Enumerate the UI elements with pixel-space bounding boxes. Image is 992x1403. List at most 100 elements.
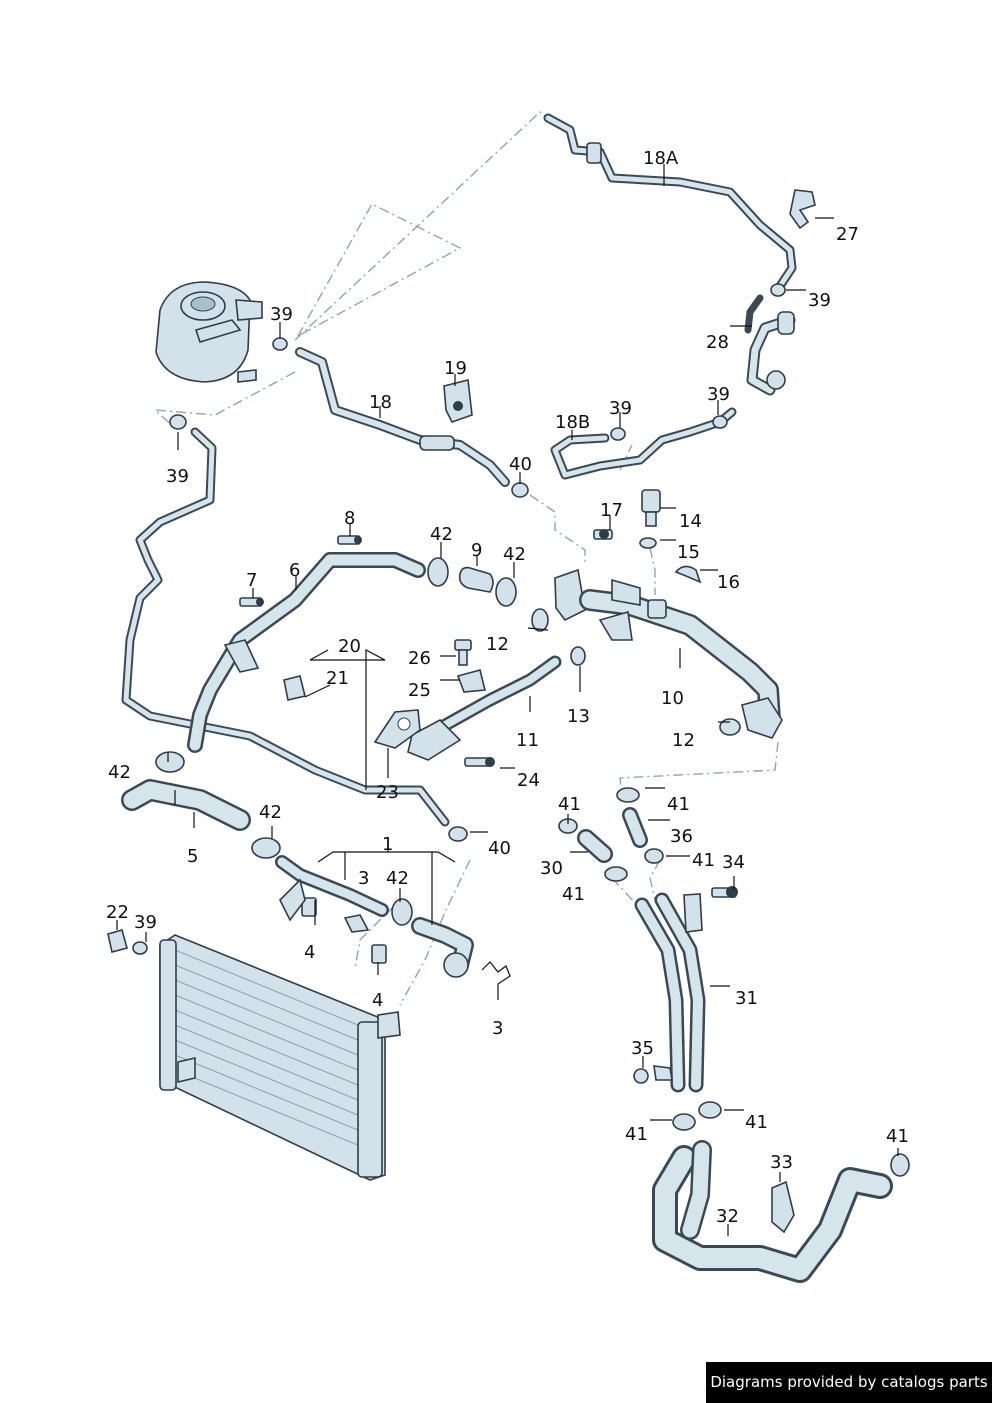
bolt-4b — [371, 944, 387, 964]
callout-41: 41 — [558, 794, 581, 815]
bolt-8 — [337, 535, 362, 545]
callout-18a: 18A — [643, 148, 679, 169]
callout-18b: 18B — [555, 412, 590, 433]
clamp-42b — [495, 577, 517, 607]
callout-41: 41 — [692, 850, 715, 871]
cap-22 — [107, 929, 128, 953]
hose-18b — [550, 294, 764, 480]
clamp-41b — [616, 787, 640, 803]
callout-12: 12 — [672, 730, 695, 751]
callout-3: 3 — [492, 1018, 503, 1039]
clamp-42a — [427, 557, 449, 587]
callout-6: 6 — [289, 560, 300, 581]
bleed-hose-23 — [121, 427, 450, 827]
callout-39: 39 — [707, 384, 730, 405]
credit-banner: Diagrams provided by catalogs parts — [706, 1362, 992, 1403]
sleeve-9 — [458, 566, 494, 593]
callout-5: 5 — [187, 846, 198, 867]
coolant-flange-10 — [554, 568, 783, 739]
expansion-tank — [155, 281, 263, 383]
callout-36: 36 — [670, 826, 693, 847]
callout-26: 26 — [408, 648, 431, 669]
gasket-23 — [373, 709, 421, 749]
callout-42: 42 — [259, 802, 282, 823]
o-rings — [531, 608, 741, 736]
callout-8: 8 — [344, 508, 355, 529]
callout-19: 19 — [444, 358, 467, 379]
bolt-24 — [464, 757, 495, 767]
clamp-42c — [155, 751, 185, 773]
temperature-sensor-14 — [641, 489, 661, 527]
callout-41: 41 — [745, 1112, 768, 1133]
clamp-39d — [610, 427, 626, 441]
bolt-4a — [301, 897, 317, 917]
clamp-39f — [132, 941, 148, 955]
callout-16: 16 — [717, 572, 740, 593]
callout-39: 39 — [270, 304, 293, 325]
bolt-34 — [711, 886, 738, 898]
callout-27: 27 — [836, 224, 859, 245]
clamps — [132, 283, 910, 1177]
callout-33: 33 — [770, 1152, 793, 1173]
callout-40: 40 — [488, 838, 511, 859]
clamp-39b — [770, 283, 786, 297]
clamp-41f — [698, 1101, 722, 1119]
callout-13: 13 — [567, 706, 590, 727]
callout-41: 41 — [886, 1126, 909, 1147]
hose-32 — [652, 1140, 893, 1283]
bolt-7 — [239, 597, 264, 607]
callout-34: 34 — [722, 852, 745, 873]
clamp-39e — [169, 414, 187, 430]
clip-21 — [283, 675, 306, 701]
hose-36 — [622, 807, 648, 848]
callout-12: 12 — [486, 634, 509, 655]
clip-33 — [771, 1180, 795, 1234]
clip-16 — [674, 565, 702, 584]
callout-18: 18 — [369, 392, 392, 413]
callout-4: 4 — [304, 942, 315, 963]
callout-25: 25 — [408, 680, 431, 701]
bolt-17 — [593, 529, 613, 540]
callout-39: 39 — [166, 466, 189, 487]
callout-23: 23 — [376, 782, 399, 803]
seal-15 — [639, 537, 657, 549]
clamp-41d — [604, 866, 628, 882]
clamp-41g — [890, 1153, 910, 1177]
callout-39: 39 — [808, 290, 831, 311]
callout-labels: 18A 27 39 28 39 39 18B 39 19 18 40 39 8 … — [106, 148, 909, 1227]
callout-20: 20 — [338, 636, 361, 657]
clip-27 — [789, 189, 816, 230]
clamp-40b — [448, 826, 468, 842]
callout-42: 42 — [503, 544, 526, 565]
callout-32: 32 — [716, 1206, 739, 1227]
pipe-11 — [407, 655, 562, 761]
hose-18 — [295, 347, 510, 487]
callout-7: 7 — [246, 570, 257, 591]
callout-24: 24 — [517, 770, 540, 791]
callout-35: 35 — [631, 1038, 654, 1059]
callout-42: 42 — [108, 762, 131, 783]
callout-3: 3 — [358, 868, 369, 889]
hose-28 — [746, 311, 796, 396]
callout-28: 28 — [706, 332, 729, 353]
hose-18a — [543, 113, 797, 291]
nut-35 — [633, 1068, 649, 1084]
clamp-41e — [672, 1113, 696, 1131]
clamp-39a — [272, 337, 288, 351]
radiator — [159, 934, 401, 1181]
bolt-26 — [454, 639, 472, 666]
hose-30 — [577, 829, 613, 863]
bolts — [239, 529, 738, 1084]
callout-11: 11 — [516, 730, 539, 751]
callout-14: 14 — [679, 511, 702, 532]
callout-40: 40 — [509, 454, 532, 475]
callout-22: 22 — [106, 902, 129, 923]
pipe-3 — [275, 855, 511, 985]
pipe-assembly-31 — [634, 892, 706, 1093]
callout-41: 41 — [562, 884, 585, 905]
callout-17: 17 — [600, 500, 623, 521]
callout-1: 1 — [382, 834, 393, 855]
callout-4: 4 — [372, 990, 383, 1011]
callout-41: 41 — [667, 794, 690, 815]
